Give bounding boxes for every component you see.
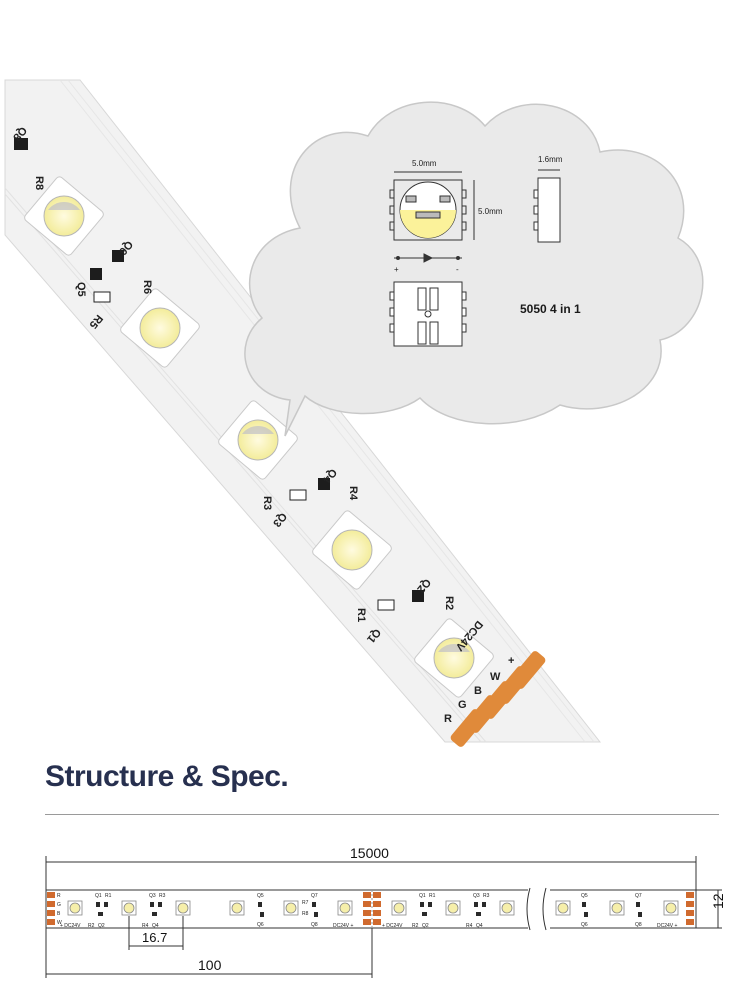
- tiny-label: Q8: [635, 922, 642, 928]
- strip-led: [120, 288, 200, 368]
- strip-led: [414, 618, 494, 698]
- segment-length-label: 100: [198, 957, 222, 973]
- spec-diagram: 15000: [45, 845, 726, 978]
- pad-label: B: [474, 685, 482, 697]
- tiny-label: Q1: [95, 893, 102, 899]
- strip-label-r2: R2: [443, 596, 455, 610]
- tiny-label: Q4: [476, 923, 483, 929]
- spec-led: [555, 900, 571, 916]
- tiny-label: R1: [105, 893, 112, 899]
- spec-led: [67, 900, 83, 916]
- tiny-label: Q3: [149, 893, 156, 899]
- strip-label-r4: R4: [347, 486, 359, 501]
- tiny-label: R: [57, 893, 61, 899]
- tiny-label: Q1: [419, 893, 426, 899]
- tiny-label: Q6: [257, 922, 264, 928]
- strip-components: [14, 138, 424, 611]
- strip-led: [312, 510, 392, 590]
- spec-led: [337, 900, 353, 916]
- tiny-label: Q7: [311, 893, 318, 899]
- dim-height-label: 5.0mm: [478, 207, 503, 216]
- spec-led: [175, 900, 191, 916]
- pad-label: W: [490, 671, 501, 683]
- tiny-label: R8: [302, 911, 309, 917]
- strip-solder-pads: [450, 651, 546, 747]
- tiny-label: R3: [159, 893, 166, 899]
- led-bottom-view-drawing: [389, 281, 467, 347]
- tiny-label: R7: [302, 900, 309, 906]
- tiny-label: Q7: [635, 893, 642, 899]
- tiny-label: DC24V +: [333, 923, 354, 929]
- spec-led: [391, 900, 407, 916]
- tiny-label: G: [57, 902, 61, 908]
- dim-thickness-label: 1.6mm: [538, 155, 563, 164]
- strip-label-r1: R1: [355, 608, 367, 622]
- led-side-view-drawing: [533, 169, 561, 243]
- tiny-label: R4: [142, 923, 149, 929]
- tiny-label: + DC24V: [60, 923, 81, 929]
- strip-led: [24, 176, 104, 256]
- dim-width-label: 5.0mm: [412, 159, 437, 168]
- strip-label-r3: R3: [261, 496, 273, 510]
- strip-label-r8: R8: [33, 176, 45, 190]
- total-length-label: 15000: [350, 845, 389, 861]
- tiny-label: B: [57, 911, 61, 917]
- callout-cloud: 5.0mm 5.0mm 1.6mm + - 5050 4 in 1: [244, 101, 704, 437]
- pad-label: R: [444, 713, 452, 725]
- tiny-label: Q4: [152, 923, 159, 929]
- spec-led: [499, 900, 515, 916]
- tiny-label: Q6: [581, 922, 588, 928]
- tiny-label: R2: [88, 923, 95, 929]
- spec-led: [445, 900, 461, 916]
- width-label: 12: [710, 893, 726, 909]
- tiny-label: DC24V +: [657, 923, 678, 929]
- tiny-label: Q2: [98, 923, 105, 929]
- tiny-label: R2: [412, 923, 419, 929]
- pad-label: G: [458, 699, 467, 711]
- spec-led: [609, 900, 625, 916]
- polarity-minus: -: [456, 265, 459, 274]
- section-title: Structure & Spec.: [45, 760, 289, 793]
- spec-led: [283, 900, 299, 916]
- led-model-label: 5050 4 in 1: [520, 302, 581, 316]
- tiny-label: R3: [483, 893, 490, 899]
- polarity-symbol: [394, 253, 462, 263]
- strip-label-q5: Q5: [75, 282, 87, 297]
- tiny-label: Q5: [257, 893, 264, 899]
- polarity-plus: +: [394, 265, 399, 274]
- led-top-view-drawing: [389, 171, 475, 241]
- led-strip-photo: R8 Q8 Q6 R6 Q5 R5 Q4 R4 R3 Q3 Q2 R2 R1 Q…: [4, 79, 602, 747]
- tiny-label: Q5: [581, 893, 588, 899]
- spec-led: [121, 900, 137, 916]
- strip-led: [218, 400, 298, 480]
- led-pitch-label: 16.7: [142, 930, 167, 945]
- spec-led: [663, 900, 679, 916]
- tiny-label: R4: [466, 923, 473, 929]
- tiny-label: W: [57, 920, 62, 926]
- tiny-label: + DC24V: [382, 923, 403, 929]
- tiny-label: Q8: [311, 922, 318, 928]
- pad-label: +: [508, 655, 514, 667]
- spec-led: [229, 900, 245, 916]
- tiny-label: R1: [429, 893, 436, 899]
- strip-label-r6: R6: [141, 280, 153, 294]
- tiny-label: Q3: [473, 893, 480, 899]
- section-divider: [45, 814, 719, 815]
- tiny-label: Q2: [422, 923, 429, 929]
